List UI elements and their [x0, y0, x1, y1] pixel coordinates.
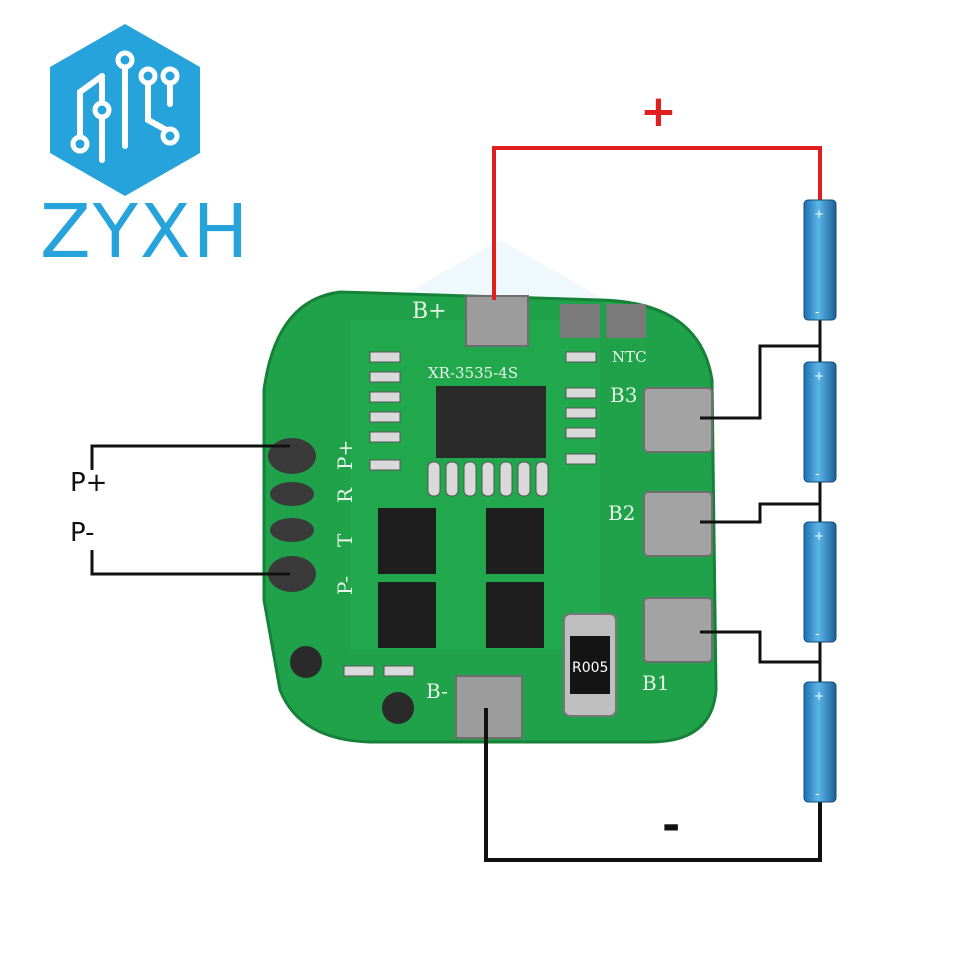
b3-wire	[700, 344, 820, 420]
p-minus-board-label: P-	[333, 576, 357, 595]
battery-cell: + -	[803, 361, 837, 483]
svg-text:+: +	[814, 529, 824, 543]
b-minus-label: B-	[426, 679, 448, 703]
positive-wire	[492, 146, 822, 300]
output-plus-label: P+	[70, 468, 108, 498]
b1-label: B1	[642, 671, 669, 695]
b-minus-pad	[455, 675, 523, 739]
mounting-hole	[290, 646, 322, 678]
b1-pad	[643, 597, 713, 663]
battery-positive-label: +	[640, 86, 677, 137]
brand-name: ZYXH	[40, 189, 251, 275]
svg-text:+: +	[814, 207, 824, 221]
brand-logo	[40, 20, 210, 200]
b3-pad	[643, 387, 713, 453]
b2-wire	[700, 502, 820, 524]
control-ic	[436, 386, 546, 458]
mosfet	[378, 508, 436, 574]
b-plus-label: B+	[412, 299, 447, 324]
svg-text:+: +	[814, 689, 824, 703]
svg-text:-: -	[815, 305, 819, 319]
t-pad	[270, 518, 314, 542]
p-minus-pad	[268, 556, 316, 592]
mosfet	[486, 582, 544, 648]
b1-wire	[700, 630, 820, 664]
ntc-label: NTC	[612, 348, 647, 366]
pcb-board: B+ XR-3535-4S NTC B3 B2 B1 B- R005 P+ R …	[262, 290, 718, 744]
battery-cell: + -	[803, 199, 837, 321]
battery-cell: + -	[803, 521, 837, 643]
mounting-hole	[382, 692, 414, 724]
p-plus-board-label: P+	[333, 440, 357, 470]
b-plus-pad	[465, 295, 529, 347]
r-board-label: R	[333, 487, 357, 503]
t-board-label: T	[333, 533, 357, 547]
svg-text:-: -	[815, 787, 819, 801]
b2-label: B2	[608, 501, 635, 525]
battery-stack: + - + - + - + -	[803, 199, 837, 803]
negative-wire	[484, 708, 822, 862]
r-pad	[270, 482, 314, 506]
p-minus-wire	[90, 550, 290, 576]
battery-negative-label: -	[662, 800, 681, 851]
battery-cell: + -	[803, 681, 837, 803]
svg-text:-: -	[815, 627, 819, 641]
p-plus-pad	[268, 438, 316, 474]
mosfet	[486, 508, 544, 574]
svg-text:+: +	[814, 369, 824, 383]
board-model-label: XR-3535-4S	[428, 364, 518, 382]
p-plus-wire	[90, 444, 290, 470]
circuit-hexagon-icon	[50, 24, 200, 196]
output-minus-label: P-	[70, 518, 95, 548]
shunt-marking: R005	[572, 660, 608, 676]
b2-pad	[643, 491, 713, 557]
b3-label: B3	[610, 383, 637, 407]
svg-text:-: -	[815, 467, 819, 481]
mosfet	[378, 582, 436, 648]
